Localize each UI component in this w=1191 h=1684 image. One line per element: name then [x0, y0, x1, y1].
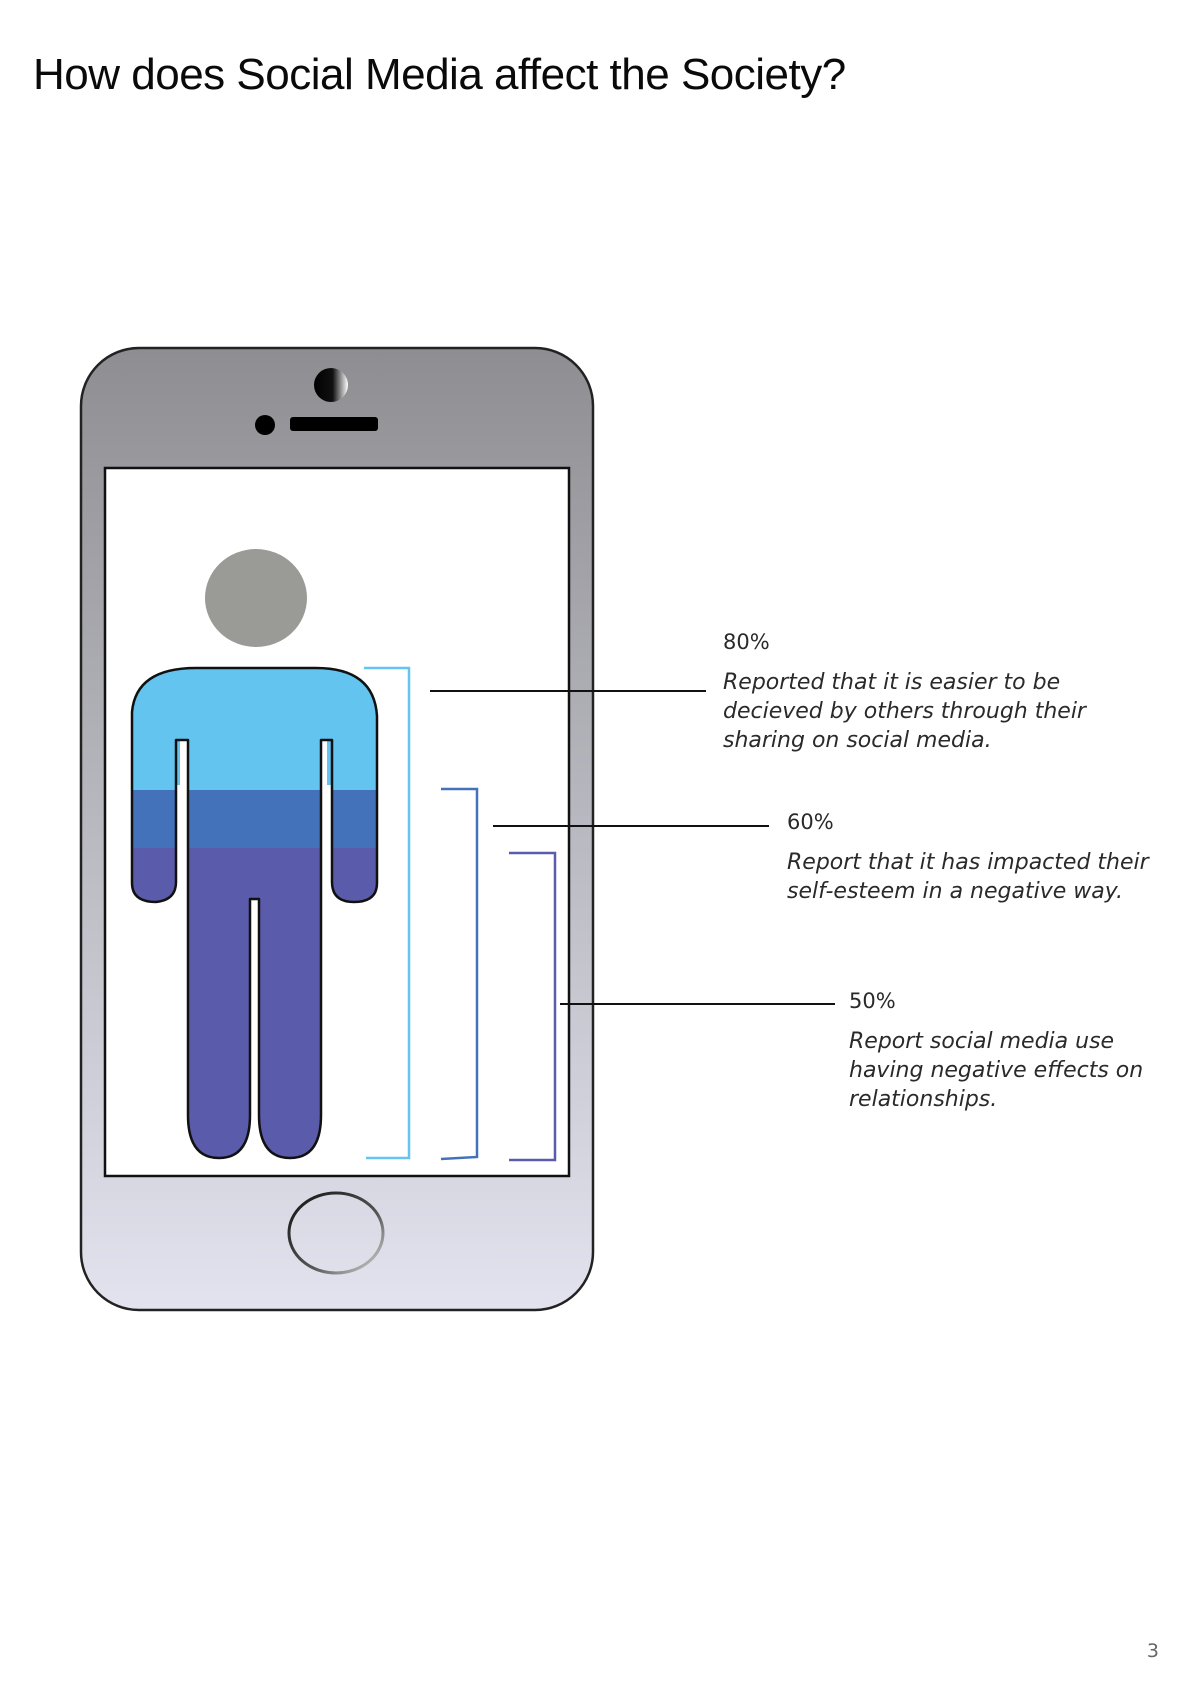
page-title: How does Social Media affect the Society…	[33, 50, 846, 99]
stat-description: Report social media use having negative …	[849, 1029, 1144, 1112]
camera-icon	[314, 368, 348, 402]
stat-percent: 60%	[787, 810, 834, 834]
stat-percent: 50%	[849, 989, 896, 1013]
stat-60: 60% Report that it has impacted their se…	[787, 808, 1167, 906]
stat-description: Report that it has impacted their self-e…	[787, 850, 1149, 904]
stat-percent: 80%	[723, 630, 770, 654]
bracket-60	[440, 787, 479, 1161]
home-button	[287, 1191, 385, 1275]
sensor-dot	[255, 415, 275, 435]
bracket-80	[364, 666, 411, 1160]
stat-50: 50% Report social media use having negat…	[849, 987, 1169, 1114]
person-head	[205, 549, 307, 647]
speaker-grill	[290, 417, 378, 431]
page-number: 3	[1146, 1640, 1159, 1662]
stat-80: 80% Reported that it is easier to be dec…	[723, 628, 1123, 755]
stat-description: Reported that it is easier to be decieve…	[723, 670, 1086, 753]
bracket-50	[509, 851, 557, 1162]
